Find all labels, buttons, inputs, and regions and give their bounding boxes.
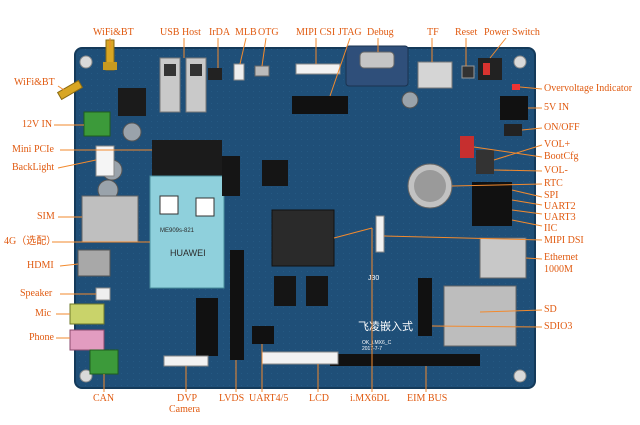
leader-lines <box>52 37 543 392</box>
label-mic: Mic <box>35 308 52 319</box>
label-spi: SPI <box>544 190 559 201</box>
label-power-switch: Power Switch <box>484 27 540 38</box>
label-rtc: RTC <box>544 178 563 189</box>
backlight-connector <box>95 145 115 177</box>
label-hdmi: HDMI <box>27 260 54 271</box>
label-mipi-csi: MIPI CSI <box>296 27 336 38</box>
4g-module-brand: HUAWEI <box>170 248 206 258</box>
sim-slot <box>81 195 139 243</box>
mic-jack <box>69 303 105 325</box>
phone-jack <box>69 329 105 351</box>
mipi-dsi-connector <box>375 215 385 253</box>
label-speaker: Speaker <box>20 288 53 299</box>
label-vol-plus: VOL+ <box>544 139 571 150</box>
label-usb-host: USB Host <box>160 27 201 38</box>
uart-spi-headers <box>472 182 512 226</box>
label-backlight: BackLight <box>12 162 55 173</box>
label-irda: IrDA <box>209 27 231 38</box>
cpu-pmic <box>262 160 288 186</box>
label-overvoltage: Overvoltage Indicator <box>544 83 633 94</box>
bootcfg-dip <box>460 136 474 158</box>
label-mini-pcie: Mini PCIe <box>12 144 54 155</box>
label-iic: IIC <box>544 223 558 234</box>
label-wifibt-top: WiFi&BT <box>93 27 134 38</box>
label-ethernet-speed: 1000M <box>544 264 573 275</box>
overvoltage-led <box>512 84 520 90</box>
usb-host-ports <box>159 57 207 113</box>
power-12v-terminal <box>83 111 111 137</box>
on-off-switch <box>504 124 522 136</box>
label-4g: 4G（选配） <box>4 236 57 247</box>
label-12v-in: 12V IN <box>22 119 53 130</box>
uart45-header <box>252 326 274 344</box>
debug-port <box>345 45 409 87</box>
label-eim-bus: EIM BUS <box>407 393 448 404</box>
mipi-csi-connector <box>295 63 341 75</box>
label-dvp: DVP <box>177 393 198 404</box>
wifi-bt-chip <box>118 88 146 116</box>
lvds-header <box>230 250 244 360</box>
sd-slot <box>443 285 517 347</box>
reset-button <box>461 65 475 79</box>
label-wifibt-left: WiFi&BT <box>14 77 55 88</box>
jtag-header <box>292 96 348 114</box>
label-5v-in: 5V IN <box>544 102 570 113</box>
label-sd: SD <box>544 304 557 315</box>
label-mipi-dsi: MIPI DSI <box>544 235 584 246</box>
tf-slot <box>417 61 453 89</box>
label-uart2: UART2 <box>544 201 576 212</box>
lcd-connector <box>261 351 339 365</box>
label-uart45: UART4/5 <box>249 393 289 404</box>
label-otg: OTG <box>258 27 279 38</box>
dvp-connector <box>163 355 209 367</box>
wifi-antenna-left <box>56 79 84 101</box>
ram-chip-1 <box>274 276 296 306</box>
sdio3-header <box>418 278 432 336</box>
label-jtag: JTAG <box>338 27 362 38</box>
silk-code: OK_i.MX6_C <box>362 340 392 346</box>
label-imx6dl: i.MX6DL <box>350 393 390 404</box>
silk-logo: 飞凌嵌入式 <box>358 319 413 333</box>
hdmi-chip <box>222 156 240 196</box>
dvp-header <box>196 298 218 356</box>
label-on-off: ON/OFF <box>544 122 580 133</box>
label-sdio3: SDIO3 <box>544 321 573 332</box>
label-ethernet: Ethernet <box>544 252 578 263</box>
label-bootcfg: BootCfg <box>544 151 579 162</box>
label-vol-minus: VOL- <box>544 165 568 176</box>
can-terminal <box>89 349 119 375</box>
irda-module <box>208 68 222 80</box>
label-uart3: UART3 <box>544 212 576 223</box>
label-debug: Debug <box>367 27 394 38</box>
label-reset: Reset <box>455 27 478 38</box>
vol-buttons <box>476 150 494 174</box>
mlb-connector <box>233 63 245 81</box>
label-camera: Camera <box>169 404 201 415</box>
label-mlb: MLB <box>235 27 257 38</box>
label-phone: Phone <box>29 332 54 343</box>
ethernet-port <box>479 237 527 279</box>
label-can: CAN <box>93 393 115 404</box>
imx6dl-soc <box>271 209 335 267</box>
otg-port <box>254 65 270 77</box>
label-lvds: LVDS <box>219 393 245 404</box>
dc-jack <box>500 96 528 120</box>
ram-chip-2 <box>306 276 328 306</box>
speaker-connector <box>95 287 111 301</box>
hdmi-port <box>77 249 111 277</box>
4g-module-model: ME909s-821 <box>160 228 195 234</box>
silk-number: J30 <box>368 275 379 282</box>
power-switch <box>478 58 502 80</box>
eim-bus-header <box>330 354 480 366</box>
mounting-holes <box>79 55 527 383</box>
4g-module: HUAWEI ME909s-821 <box>149 140 225 289</box>
label-lcd: LCD <box>309 393 329 404</box>
label-sim: SIM <box>37 211 55 222</box>
label-tf: TF <box>427 27 439 38</box>
